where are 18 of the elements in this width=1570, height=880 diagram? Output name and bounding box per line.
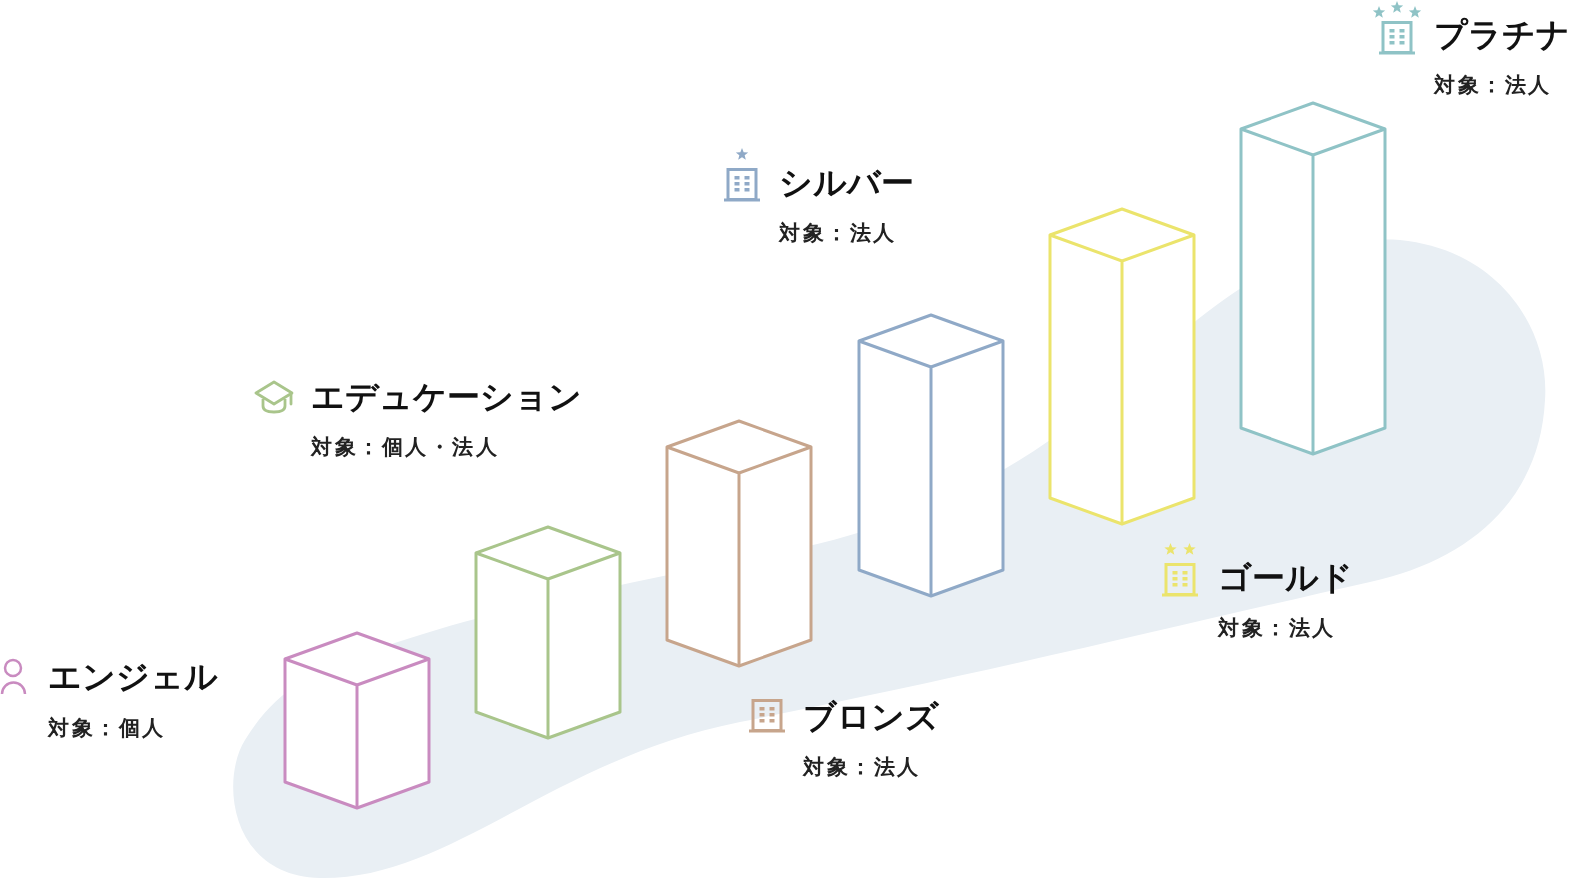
tier-title: エンジェル: [48, 660, 218, 693]
tier-title: エデュケーション: [311, 380, 582, 413]
pillar: [283, 631, 431, 810]
target-text: 対象：法人: [1218, 618, 1336, 639]
tier-title: ブロンズ: [803, 700, 939, 733]
target-text: 対象：個人・法人: [311, 437, 499, 458]
pillar: [1048, 207, 1196, 526]
target-text: 対象：個人: [48, 718, 166, 739]
pillar: [1239, 101, 1387, 456]
tier-title: ゴールド: [1218, 561, 1353, 594]
target-text: 対象：法人: [779, 223, 897, 244]
pillar: [474, 525, 622, 740]
target-text: 対象：法人: [803, 757, 921, 778]
pillar: [857, 313, 1005, 598]
tier-title: プラチナ: [1434, 18, 1570, 51]
pillar: [665, 419, 813, 668]
tier-title: シルバー: [779, 166, 914, 199]
target-text: 対象：法人: [1434, 75, 1552, 96]
